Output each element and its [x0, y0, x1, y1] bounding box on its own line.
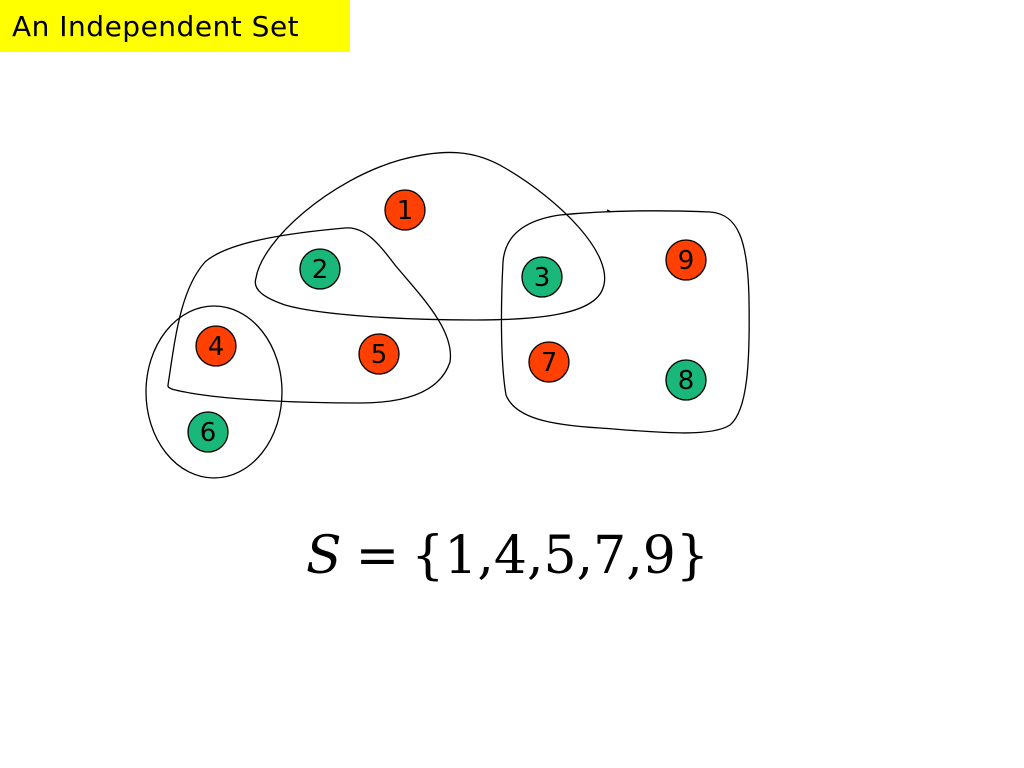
node-layer: 1 2 3 4 5 6 7 8 9	[187, 189, 707, 453]
node-label-7: 7	[541, 348, 558, 378]
node-circle-4	[195, 325, 237, 367]
hyperedge-outline-e1	[254, 151, 606, 321]
node-circle-6	[187, 411, 229, 453]
node-8: 8	[665, 359, 707, 401]
node-label-6: 6	[200, 418, 217, 448]
node-circle-7	[528, 341, 570, 383]
outline-stray-mark	[606, 209, 612, 213]
node-6: 6	[187, 411, 229, 453]
node-label-1: 1	[397, 196, 414, 226]
node-circle-5	[358, 333, 400, 375]
slide-title: An Independent Set	[0, 0, 350, 52]
hyperedge-outline-e2	[167, 227, 452, 404]
node-1: 1	[384, 189, 426, 231]
node-label-8: 8	[678, 366, 695, 396]
node-label-2: 2	[312, 255, 329, 285]
node-circle-1	[384, 189, 426, 231]
node-4: 4	[195, 325, 237, 367]
formula-equals: =	[355, 526, 400, 586]
node-2: 2	[299, 248, 341, 290]
formula-variable: S	[306, 526, 342, 586]
node-circle-9	[665, 239, 707, 281]
node-circle-3	[521, 256, 563, 298]
hyperedge-outline-e3	[145, 305, 283, 479]
node-3: 3	[521, 256, 563, 298]
node-5: 5	[358, 333, 400, 375]
node-circle-2	[299, 248, 341, 290]
independent-set-formula: S={1,4,5,7,9}	[306, 530, 709, 582]
node-label-4: 4	[208, 332, 225, 362]
node-7: 7	[528, 341, 570, 383]
node-label-5: 5	[371, 340, 388, 370]
node-label-3: 3	[534, 263, 551, 293]
formula-set: {1,4,5,7,9}	[411, 526, 709, 586]
hyperedge-outline-e4	[500, 210, 750, 434]
hyperedge-outlines	[145, 151, 750, 479]
slide-title-text: An Independent Set	[12, 9, 300, 43]
node-9: 9	[665, 239, 707, 281]
node-circle-8	[665, 359, 707, 401]
node-label-9: 9	[678, 246, 695, 276]
